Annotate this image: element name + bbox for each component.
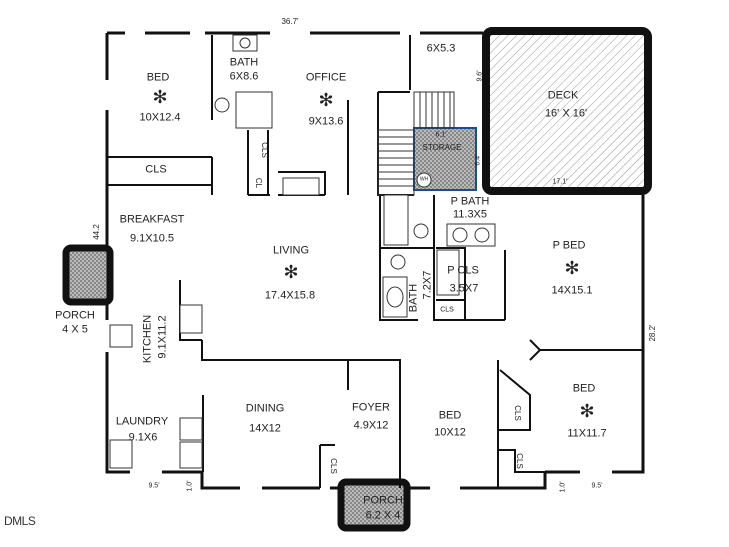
ceiling-fan-icon: ✻ (283, 262, 299, 282)
closet-label-bed3a: CLS (513, 405, 522, 421)
stairs (377, 91, 455, 196)
closet-label-bed1: CLS (145, 163, 167, 176)
room-size-pcls: 3.5X7 (449, 282, 479, 295)
dim-bottom-left-offset: 1.0' (186, 480, 194, 492)
room-name-front-porch: PORCH (363, 494, 403, 507)
room-name-bed2: BED (438, 409, 462, 422)
room-size-side-porch: 4 X 5 (62, 323, 88, 336)
closet-label-pcls: CLS (440, 306, 454, 314)
room-name-side-porch: PORCH (55, 309, 95, 322)
room-name-bed1: BED (146, 71, 170, 84)
room-size-hall-closet: 6X5.3 (426, 42, 456, 55)
room-name-living: LIVING (272, 244, 310, 257)
room-size-deck: 16' X 16' (544, 107, 588, 120)
room-name-pcls: P CLS (447, 264, 479, 277)
dim-deck-bottom: 17.1' (552, 178, 568, 186)
room-size-kitchen: 9.1X11.2 (156, 315, 169, 359)
room-name-deck: DECK (547, 89, 579, 102)
exterior-walls (105, 31, 645, 490)
deck (482, 27, 652, 195)
water-heater-label: WH (419, 176, 429, 183)
room-name-bath1: BATH (229, 56, 259, 69)
room-size-pbath: 11.3X5 (452, 208, 488, 221)
room-size-office: 9X13.6 (308, 115, 344, 128)
room-name-dining: DINING (245, 402, 285, 415)
mls-logo: DMLS (4, 514, 36, 528)
room-size-bed2: 10X12 (434, 426, 466, 439)
room-size-living: 17.4X15.8 (264, 289, 316, 302)
dim-overall-depth-left: 44.2 (92, 224, 101, 240)
room-name-bed3: BED (572, 382, 596, 395)
closet-label-bath: CLS (260, 142, 269, 158)
dim-bottom-right-width: 9.5' (591, 482, 603, 490)
room-name-laundry: LAUNDRY (115, 415, 169, 428)
closet-label-bed3b: CLS (515, 453, 524, 469)
room-size-front-porch: 6.2 X 4 (365, 509, 401, 522)
room-name-breakfast: BREAKFAST (119, 213, 185, 226)
room-name-pbed: P BED (552, 239, 586, 252)
ceiling-fan-icon: ✻ (579, 401, 595, 421)
room-size-breakfast: 9.1X10.5 (129, 232, 175, 245)
room-size-bed1: 10X12.4 (139, 111, 181, 124)
ceiling-fan-icon: ✻ (318, 90, 334, 110)
dim-storage-top: 6.1' (435, 131, 447, 139)
storage-room (413, 127, 477, 191)
ceiling-fan-icon: ✻ (152, 87, 168, 107)
room-size-foyer: 4.9X12 (353, 419, 389, 432)
dim-bottom-right-offset: 1.0' (559, 481, 567, 493)
dim-overall-depth-right: 28.2' (648, 324, 657, 342)
dim-storage-side: 6.4' (474, 154, 482, 166)
closet-label-small: CL (254, 177, 263, 189)
room-name-storage: STORAGE (422, 143, 462, 152)
dim-overall-width: 36.7' (281, 17, 299, 26)
room-name-foyer: FOYER (352, 401, 390, 414)
dim-deck-side: 9.6' (476, 70, 484, 82)
interior-walls (107, 35, 643, 488)
room-size-dining: 14X12 (249, 422, 281, 435)
room-size-bath1: 6X8.6 (229, 70, 259, 83)
room-size-pbed: 14X15.1 (551, 284, 593, 297)
side-porch (62, 244, 114, 306)
dim-bottom-left-width: 9.5' (148, 482, 160, 490)
ceiling-fan-icon: ✻ (564, 258, 580, 278)
fixtures (109, 34, 496, 469)
room-size-laundry: 9.1X6 (128, 431, 158, 444)
room-name-pbath: P BATH (450, 195, 490, 208)
room-name-office: OFFICE (305, 71, 347, 84)
room-name-bath2: BATH (407, 283, 420, 313)
front-porch (337, 478, 411, 532)
room-name-kitchen: KITCHEN (141, 314, 154, 364)
room-size-bath2: 7.2X7 (421, 270, 434, 300)
room-size-bed3: 11X11.7 (567, 427, 607, 440)
closet-label-foyer: CLS (329, 458, 338, 474)
